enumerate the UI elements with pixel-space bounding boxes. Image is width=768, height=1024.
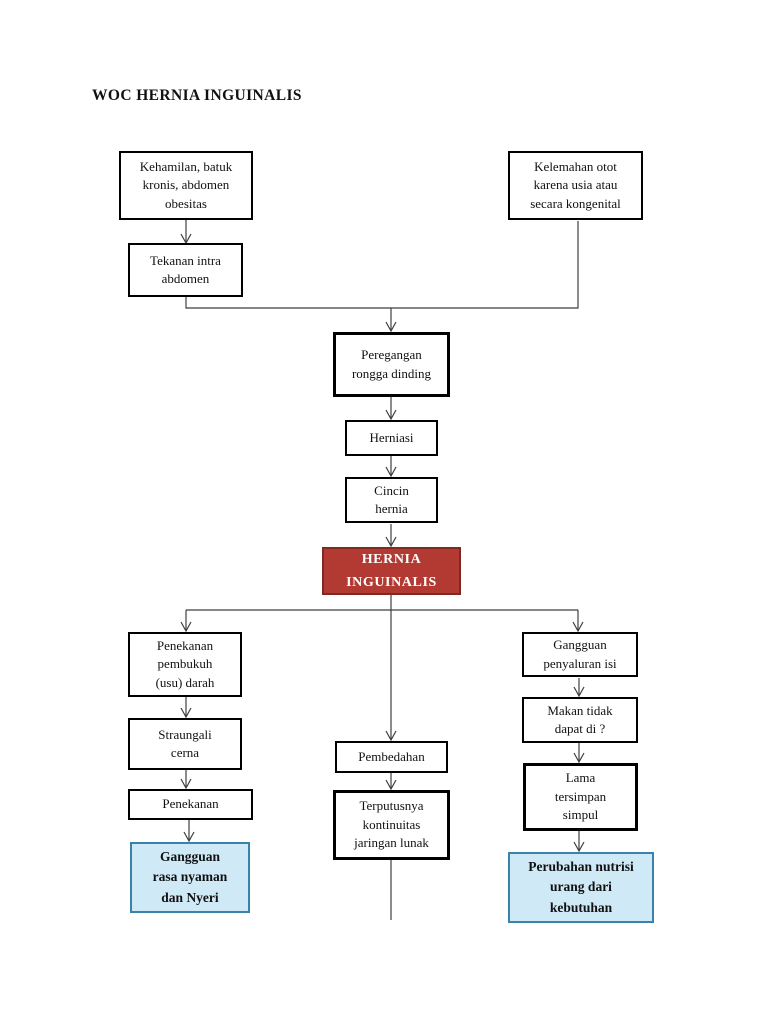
arrowhead-icon: [183, 831, 195, 843]
arrowhead-icon: [385, 321, 397, 333]
node-penekanan: Penekanan: [128, 789, 253, 820]
arrowhead-icon: [180, 778, 192, 790]
arrowhead-icon: [385, 466, 397, 478]
node-kehamilan-batuk-kronis: Kehamilan, batuk kronis, abdomen obesita…: [119, 151, 253, 220]
arrowhead-icon: [572, 621, 584, 633]
node-kelemahan-otot: Kelemahan otot karena usia atau secara k…: [508, 151, 643, 220]
node-terputusnya-kontinuitas: Terputusnya kontinuitas jaringan lunak: [333, 790, 450, 860]
arrowhead-icon: [385, 730, 397, 742]
node-makan-tidak-dapat: Makan tidak dapat di ?: [522, 697, 638, 743]
arrowhead-icon: [573, 686, 585, 698]
arrowhead-icon: [385, 409, 397, 421]
node-gangguan-penyaluran-isi: Gangguan penyaluran isi: [522, 632, 638, 677]
node-perubahan-nutrisi: Perubahan nutrisi urang dari kebutuhan: [508, 852, 654, 923]
arrowhead-icon: [573, 752, 585, 764]
arrowhead-icon: [385, 779, 397, 791]
node-straungali-cerna: Straungali cerna: [128, 718, 242, 770]
connector: [185, 221, 579, 309]
arrowhead-icon: [180, 621, 192, 633]
arrowhead-icon: [385, 536, 397, 548]
node-lama-tersimpan-simpul: Lama tersimpan simpul: [523, 763, 638, 831]
node-penekanan-pembukuh-darah: Penekanan pembukuh (usu) darah: [128, 632, 242, 697]
arrowhead-icon: [180, 707, 192, 719]
node-gangguan-rasa-nyaman-nyeri: Gangguan rasa nyaman dan Nyeri: [130, 842, 250, 913]
page-title: WOC HERNIA INGUINALIS: [92, 87, 302, 104]
node-pembedahan: Pembedahan: [335, 741, 448, 773]
node-peregangan-rongga-dinding: Peregangan rongga dinding: [333, 332, 450, 397]
arrowhead-icon: [573, 841, 585, 853]
node-tekanan-intra-abdomen: Tekanan intra abdomen: [128, 243, 243, 297]
node-hernia-inguinalis: HERNIA INGUINALIS: [322, 547, 461, 595]
node-cincin-hernia: Cincin hernia: [345, 477, 438, 523]
node-herniasi: Herniasi: [345, 420, 438, 456]
